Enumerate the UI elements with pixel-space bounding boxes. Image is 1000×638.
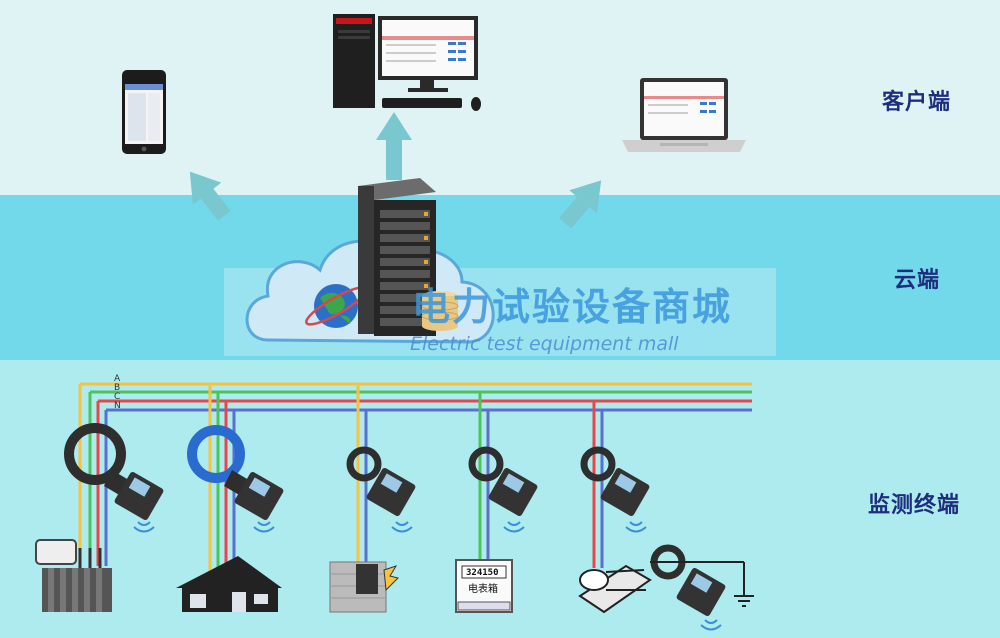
- phase-label-b: B: [114, 383, 120, 393]
- watermark-en: Electric test equipment mall: [410, 333, 679, 355]
- meter-caption: 电表箱: [468, 582, 498, 595]
- bus-lines: [80, 382, 752, 412]
- arrow-up-right: [559, 180, 602, 229]
- meter-box-icon: 324150 电表箱: [455, 559, 513, 613]
- clamp-meter-icon: [346, 446, 416, 516]
- wireless-signal-icon: [133, 521, 722, 631]
- phase-label-c: C: [114, 392, 120, 402]
- meter-reading: 324150: [466, 568, 499, 578]
- phone-icon: [122, 70, 166, 154]
- wall-outlet-icon: [329, 561, 399, 613]
- desktop-pc-icon: [333, 14, 481, 111]
- clamp-meter-icon: [650, 544, 726, 616]
- clamp-meter-icon: [64, 423, 164, 520]
- cloud-tier-band: [0, 195, 1000, 360]
- tier-label-terminal: 监测终端: [868, 493, 961, 518]
- transformer-icon: [35, 539, 112, 612]
- phase-label-a: A: [114, 374, 121, 384]
- clamp-meter-icon: [580, 446, 650, 516]
- clamp-meter-icon: [187, 425, 284, 520]
- motor-icon: [578, 564, 652, 614]
- arrow-up-center: [376, 112, 412, 180]
- laptop-icon: [622, 78, 746, 152]
- ground-icon: [650, 561, 754, 607]
- server-rack-icon: [358, 178, 459, 336]
- drops-motor: [592, 401, 604, 568]
- client-tier-band: [0, 0, 1000, 195]
- clamp-meter-icon: [468, 446, 538, 516]
- watermark-cn: 电力试验设备商城: [412, 285, 733, 329]
- arrow-up-left: [189, 171, 231, 221]
- tier-label-cloud: 云端: [894, 268, 941, 293]
- tier-label-client: 客户端: [882, 90, 952, 115]
- house-icon: [176, 556, 282, 612]
- phase-label-n: N: [114, 401, 121, 411]
